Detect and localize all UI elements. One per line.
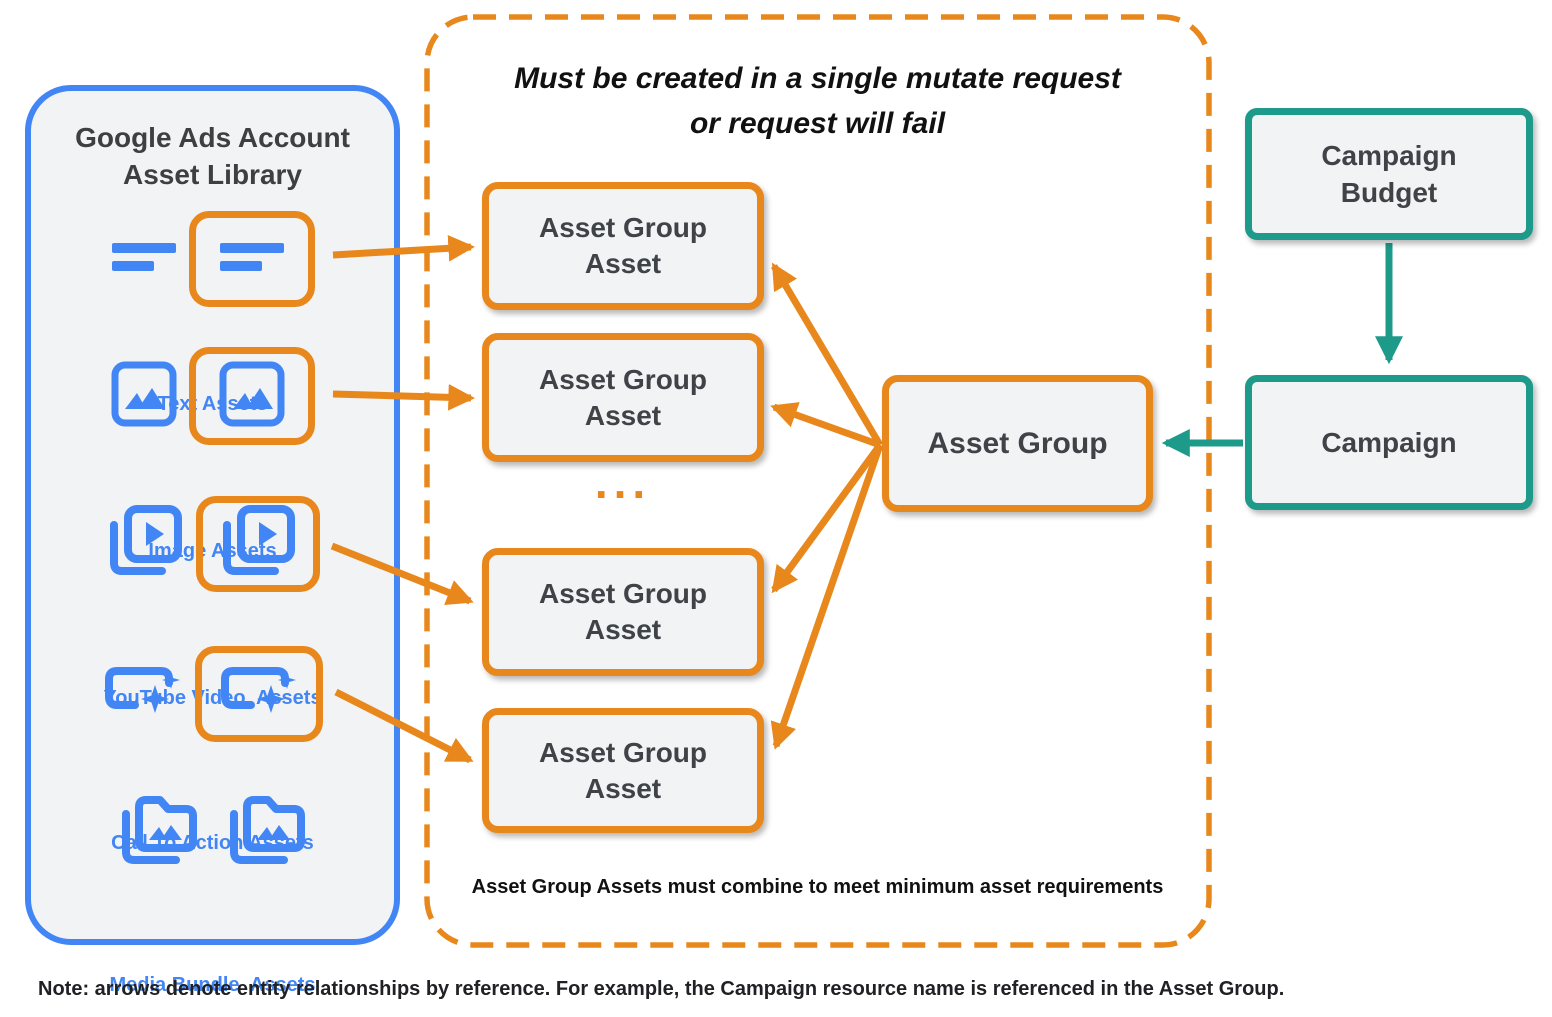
asset-group-asset-box-3: Asset Group Asset [482,548,764,676]
asset-row-youtube [31,494,394,594]
arrow-asset-group-to-box4 [770,443,884,750]
asset-group-asset-box-2: Asset Group Asset [482,333,764,462]
bottom-note: Note: arrows denote entity relationships… [38,978,1285,1000]
text-assets-label: Text Assets [157,393,268,415]
youtube-video-asset-icon [219,503,297,586]
call-to-action-asset-icon [219,663,299,726]
panel-title: Google Ads Account Asset Library [75,122,350,190]
asset-group-asset-box-1: Asset Group Asset [482,182,764,310]
call-to-action-asset-icon-highlight-ring [194,646,323,742]
asset-library-panel: Google Ads Account Asset Library Te [25,85,400,996]
media-bundle-asset-icon [226,794,308,873]
youtube-video-asset-icon [106,503,184,586]
asset-group-box: Asset Group [882,375,1153,512]
text-asset-icon [111,234,177,285]
mutate-request-title: Must be created in a single mutate reque… [514,62,1121,140]
call-to-action-asset-icon [103,663,183,726]
text-asset-icon-highlight-ring [188,211,315,307]
asset-row-image [31,346,394,446]
text-asset-icon [219,234,285,285]
arrow-asset-group-to-box3 [771,442,883,594]
youtube-video-asset-icon-highlight-ring [195,496,320,592]
mutate-request-footer-note: Asset Group Assets must combine to meet … [471,876,1164,898]
ellipsis: ... [594,456,652,508]
arrow-asset-group-to-box2 [770,402,882,449]
media-bundle-assets-label: Media Bundle Assets [109,974,316,996]
image-asset-icon [219,361,285,432]
arrow-asset-group-to-box1 [770,262,884,447]
asset-row-cta [31,644,394,744]
asset-row-text [31,209,394,309]
campaign-box: Campaign [1245,375,1533,510]
image-asset-icon [111,361,177,432]
media-bundle-asset-icon [118,794,200,873]
image-asset-icon-highlight-ring [188,347,315,445]
asset-group-asset-box-4: Asset Group Asset [482,708,764,833]
campaign-budget-box: Campaign Budget [1245,108,1533,240]
asset-row-media-bundle [31,786,394,881]
